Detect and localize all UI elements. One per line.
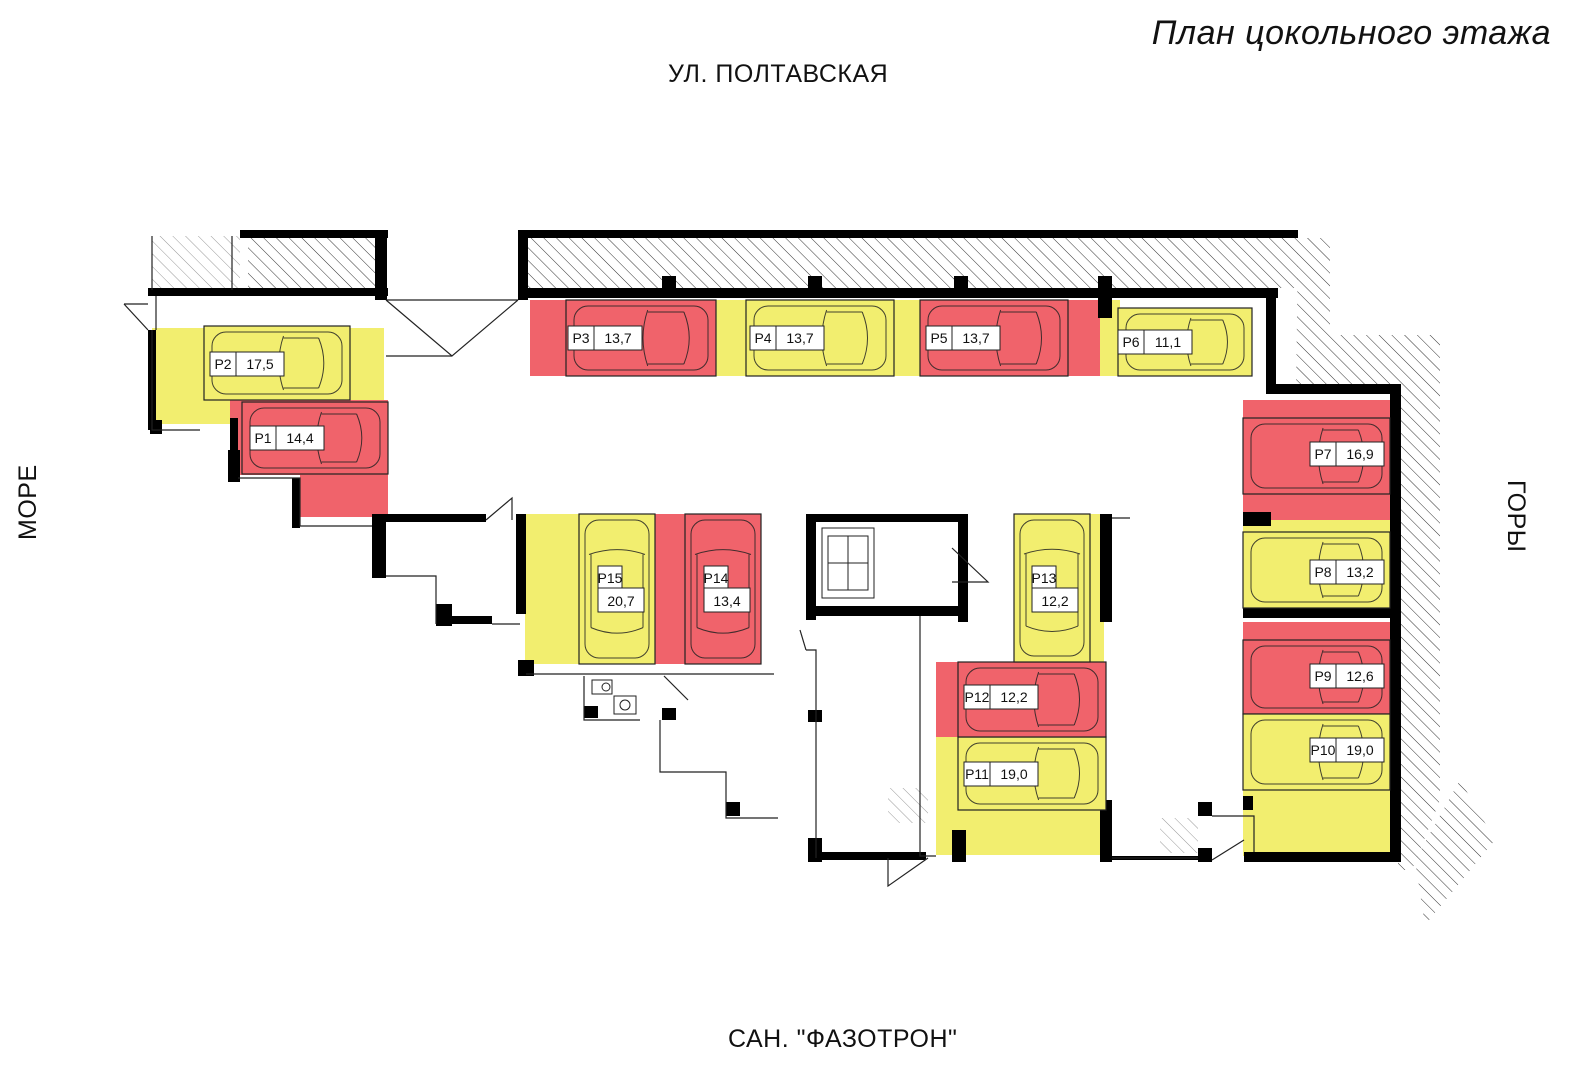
space-area: 11,1	[1155, 334, 1181, 350]
space-id: P10	[1311, 742, 1336, 758]
parking-space-p8[interactable]: P8 13,2	[1242, 531, 1391, 609]
space-area: 20,7	[607, 593, 634, 609]
space-id: P3	[572, 330, 589, 346]
space-area-box	[703, 587, 751, 613]
parking-spaces: P1 14,4 P2 17,5 P3 13,7 P4 13,7 P5 13,7 P6 11,1P7 16…	[203, 299, 1391, 811]
space-label-box	[1309, 663, 1385, 689]
space-area-box	[597, 587, 645, 613]
space-id: P2	[214, 356, 231, 372]
parking-space-p12[interactable]: P12 12,2	[957, 661, 1107, 738]
space-id: P15	[598, 570, 623, 586]
space-id: P8	[1314, 564, 1331, 580]
space-area: 19,0	[1000, 766, 1027, 782]
space-label-box	[963, 684, 1039, 710]
space-area: 16,9	[1346, 446, 1373, 462]
space-label-box	[925, 325, 1001, 351]
parking-space-p10[interactable]: P10 19,0	[1242, 713, 1391, 791]
space-id: P14	[704, 570, 729, 586]
space-label-box	[209, 351, 285, 377]
space-id: P7	[1314, 446, 1331, 462]
parking-space-p2[interactable]: P2 17,5	[203, 325, 351, 401]
space-area: 12,2	[1000, 689, 1027, 705]
space-id: P5	[930, 330, 947, 346]
space-label-box	[749, 325, 825, 351]
space-area: 13,7	[604, 330, 631, 346]
parking-space-p3[interactable]: P3 13,7	[565, 299, 717, 377]
parking-space-p9[interactable]: P9 12,6	[1242, 639, 1391, 715]
space-area: 19,0	[1346, 742, 1373, 758]
space-id: P11	[965, 766, 989, 782]
plan-title: План цокольного этажа	[1151, 14, 1551, 52]
space-area: 14,4	[286, 430, 313, 446]
space-label-box	[1117, 329, 1193, 355]
space-area: 12,2	[1041, 593, 1068, 609]
space-area: 13,4	[713, 593, 740, 609]
parking-space-p13[interactable]: P13 12,2	[1013, 513, 1091, 663]
walls	[148, 230, 1401, 862]
space-id: P9	[1314, 668, 1331, 684]
space-area: 17,5	[246, 356, 273, 372]
space-label-box	[1309, 441, 1385, 467]
space-area: 13,2	[1346, 564, 1373, 580]
space-label-box	[963, 761, 1039, 787]
parking-space-p15[interactable]: P15 20,7	[578, 513, 656, 665]
space-label-box	[249, 425, 325, 451]
space-label-box	[1309, 737, 1385, 763]
parking-space-p7[interactable]: P7 16,9	[1242, 417, 1391, 495]
space-id: P13	[1032, 570, 1057, 586]
parking-space-p14[interactable]: P14 13,4	[684, 513, 762, 665]
utility-fixtures	[591, 679, 637, 715]
space-area: 13,7	[962, 330, 989, 346]
parking-space-p4[interactable]: P4 13,7	[745, 299, 895, 377]
parking-space-p1[interactable]: P1 14,4	[241, 401, 389, 475]
parking-space-p5[interactable]: P5 13,7	[919, 299, 1069, 377]
space-id: P12	[965, 689, 990, 705]
parking-space-p6[interactable]: P6 11,1	[1117, 307, 1253, 377]
space-id: P4	[754, 330, 771, 346]
space-label-box	[1309, 559, 1385, 585]
street-label-top: УЛ. ПОЛТАВСКАЯ	[668, 60, 889, 88]
hatched-ground	[152, 236, 1495, 925]
space-label-box	[567, 325, 643, 351]
space-area: 12,6	[1346, 668, 1373, 684]
space-area-box	[1031, 587, 1079, 613]
street-label-bottom: САН. "ФАЗОТРОН"	[728, 1025, 958, 1053]
parking-space-p11[interactable]: P11 19,0	[957, 736, 1107, 811]
space-area: 13,7	[786, 330, 813, 346]
elevator-shaft	[821, 527, 875, 599]
space-id: P6	[1122, 334, 1139, 350]
space-id: P1	[254, 430, 271, 446]
thin-lines	[123, 236, 1255, 888]
